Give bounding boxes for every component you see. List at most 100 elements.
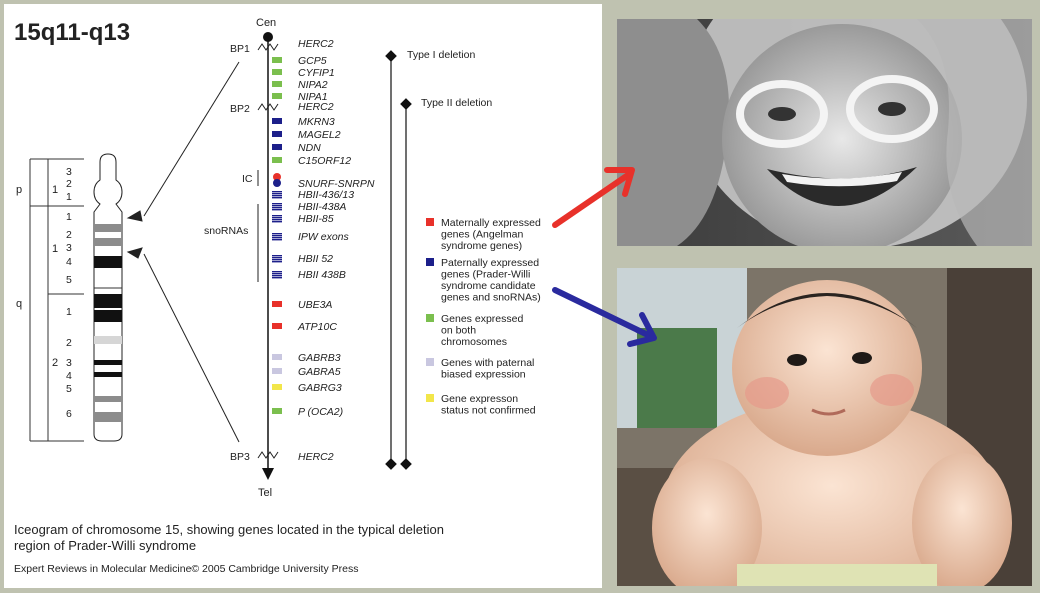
legend-swatch — [426, 394, 434, 402]
gene-mark — [272, 233, 282, 235]
gene-label: C15ORF12 — [298, 155, 351, 167]
caption-line-2: region of Prader-Willi syndrome — [14, 538, 196, 553]
telomere-label: Tel — [258, 487, 272, 499]
gene-mark — [272, 81, 282, 87]
gene-mark — [272, 209, 282, 211]
gene-label: IPW exons — [298, 231, 350, 243]
legend-text: Genes with paternal — [441, 357, 534, 369]
gene-label: UBE3A — [298, 299, 332, 311]
gene-mark — [272, 157, 282, 163]
gene-label: GABRA5 — [298, 366, 341, 378]
angelman-photo — [617, 19, 1032, 246]
gene-mark — [272, 221, 282, 223]
gene-mark — [272, 323, 282, 329]
band-q12: 2 — [66, 229, 72, 241]
breakpoint-bp3: BP3 — [230, 451, 250, 463]
type1-deletion-label: Type I deletion — [407, 49, 475, 61]
gene-mark — [272, 408, 282, 414]
legend-text: Genes expressed — [441, 313, 523, 325]
legend-text: status not confirmed — [441, 405, 536, 417]
region-q1: 1 — [52, 243, 58, 255]
arm-p: p — [16, 184, 22, 196]
breakpoint-bp1: BP1 — [230, 43, 250, 55]
gene-mark — [272, 261, 282, 263]
breakpoint-bp2: BP2 — [230, 103, 250, 115]
gene-mark — [272, 368, 282, 374]
band-q22: 2 — [66, 337, 72, 349]
band-q15: 5 — [66, 274, 72, 286]
gene-mark — [272, 69, 282, 75]
legend-text: Gene expresson — [441, 393, 518, 405]
gene-mark — [272, 257, 282, 259]
gene-label: GABRB3 — [298, 352, 341, 364]
band-q25: 5 — [66, 383, 72, 395]
gene-label: GABRG3 — [298, 382, 342, 394]
legend-text: syndrome candidate — [441, 280, 536, 292]
band-p2: 2 — [66, 178, 72, 190]
gene-mark — [272, 301, 282, 307]
gene-mark — [272, 191, 282, 193]
legend-text: Paternally expressed — [441, 257, 539, 269]
gene-label: HERC2 — [298, 451, 334, 463]
gene-mark — [272, 195, 282, 197]
gene-mark — [272, 205, 282, 207]
snorna-label: snoRNAs — [204, 225, 248, 237]
caption-line-1: Iceogram of chromosome 15, showing genes… — [14, 522, 444, 537]
gene-label: HERC2 — [298, 101, 334, 113]
band-q14: 4 — [66, 256, 72, 268]
gene-mark — [272, 193, 282, 195]
gene-mark — [272, 273, 282, 275]
gene-mark — [272, 237, 282, 239]
gene-mark — [272, 219, 282, 221]
gene-mark — [272, 203, 282, 205]
gene-mark — [272, 275, 282, 277]
gene-mark — [272, 118, 282, 124]
gene-mark — [272, 239, 282, 241]
ideogram-diagram: 15q11-q13 p q 1 1 2 3 2 1 1 2 3 4 5 1 2 … — [14, 17, 541, 575]
gene-label: HBII-438A — [298, 201, 346, 213]
gene-mark — [272, 57, 282, 63]
legend-text: Maternally expressed — [441, 217, 541, 229]
band-q21: 1 — [66, 306, 72, 318]
gene-label: GCP5 — [298, 55, 327, 67]
zoom-lines — [126, 61, 240, 443]
gene-label: SNURF-SNRPN — [298, 178, 375, 190]
diagram-title: 15q11-q13 — [14, 19, 130, 46]
gene-mark — [272, 215, 282, 217]
centromere-label: Cen — [256, 17, 276, 29]
gene-label: MKRN3 — [298, 116, 335, 128]
gene-mark — [272, 93, 282, 99]
gene-label: HBII-436/13 — [298, 189, 354, 201]
legend-text: syndrome genes) — [441, 240, 522, 252]
gene-list: HERC2GCP5CYFIP1NIPA2NIPA1HERC2MKRN3MAGEL… — [272, 38, 375, 463]
figure-panel: 15q11-q13 p q 1 1 2 3 2 1 1 2 3 4 5 1 2 … — [4, 4, 602, 588]
prader-willi-photo — [617, 268, 1032, 586]
type2-deletion-label: Type II deletion — [421, 97, 492, 109]
gene-label: HBII 438B — [298, 269, 346, 281]
band-p3: 3 — [66, 166, 72, 178]
ic-marker — [273, 173, 281, 181]
breakpoints — [257, 43, 279, 459]
region-q2: 2 — [52, 357, 58, 369]
gene-mark — [272, 131, 282, 137]
gene-label: MAGEL2 — [298, 129, 341, 141]
gene-mark — [272, 197, 282, 199]
legend-text: genes (Angelman — [441, 229, 523, 241]
band-q11: 1 — [66, 211, 72, 223]
gene-label: NDN — [298, 142, 321, 154]
gene-mark — [272, 207, 282, 209]
gene-mark — [272, 235, 282, 237]
band-q23: 3 — [66, 357, 72, 369]
legend-text: genes (Prader-Willi — [441, 269, 530, 281]
band-bracket — [29, 158, 84, 442]
legend-text: chromosomes — [441, 336, 507, 348]
band-q24: 4 — [66, 370, 72, 382]
gene-label: HERC2 — [298, 38, 334, 50]
band-p1: 1 — [66, 191, 72, 203]
band-q13: 3 — [66, 242, 72, 254]
arm-q: q — [16, 298, 22, 310]
caption-credit: Expert Reviews in Molecular Medicine© 20… — [14, 563, 358, 575]
legend-swatch — [426, 218, 434, 226]
region-p1: 1 — [52, 184, 58, 196]
